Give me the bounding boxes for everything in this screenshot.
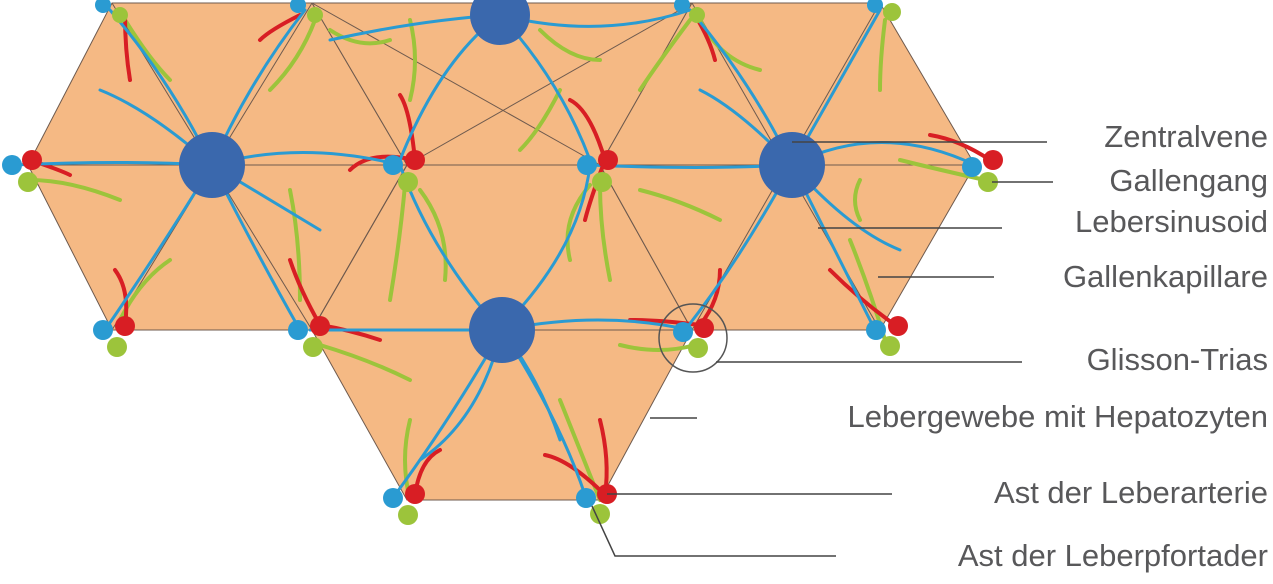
glisson-highlight-circle [658, 303, 728, 373]
portal-triad [383, 150, 425, 192]
label-lebersinusoid: Lebersinusoid [1074, 204, 1268, 239]
portal-triad [383, 484, 425, 525]
central-veins [179, 0, 825, 363]
central-vein-bottom [469, 297, 535, 363]
label-leberarterie: Ast der Leberarterie [994, 475, 1268, 510]
portal-triad [288, 316, 330, 357]
portal-triad [577, 150, 618, 192]
portal-triad [866, 316, 908, 356]
portal-triad [2, 150, 42, 192]
label-zentralvene: Zentralvene [1104, 119, 1268, 154]
portal-triad [93, 316, 135, 357]
portal-triad [962, 150, 1003, 192]
central-vein-top [470, 0, 530, 45]
label-leberpfortader: Ast der Leberpfortader [957, 538, 1268, 573]
portal-triad [95, 0, 128, 23]
portal-triad [576, 484, 617, 524]
label-gallengang: Gallengang [1109, 163, 1268, 198]
central-vein-left [179, 132, 245, 198]
portal-triad [674, 0, 705, 23]
label-gallenkapillare: Gallenkapillare [1062, 259, 1268, 294]
leader-line-leberpfortader [591, 505, 836, 557]
leader-lines [591, 141, 1053, 557]
portal-triad [290, 0, 323, 23]
label-lebergewebe: Lebergewebe mit Hepatozyten [847, 399, 1268, 434]
label-glisson-trias: Glisson-Trias [1086, 342, 1268, 377]
portal-triad [867, 0, 901, 21]
portal-triads [2, 0, 1003, 525]
portal-triad [673, 318, 714, 358]
central-vein-right [759, 132, 825, 198]
